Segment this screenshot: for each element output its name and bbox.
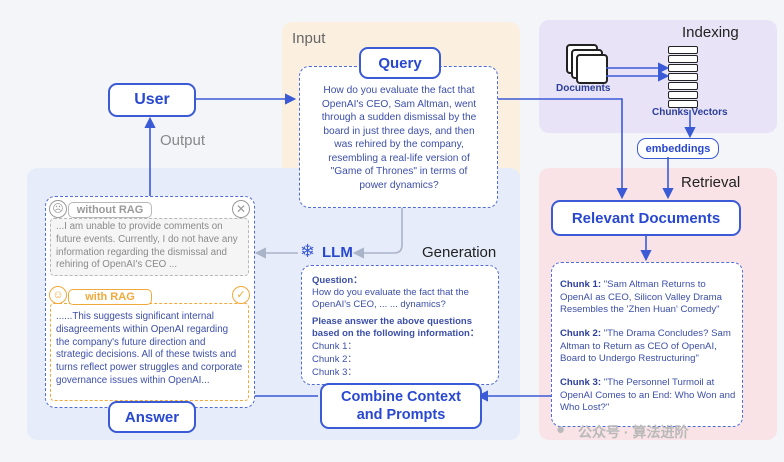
chunk-1: Chunk 1: "Sam Altman Returns to OpenAI a… — [560, 279, 736, 317]
documents-label: Documents — [556, 83, 611, 94]
chunks-box — [551, 262, 743, 427]
chunk-3-text: "The Personnel Turmoil at OpenAI Comes t… — [560, 377, 736, 413]
combine-line2: and Prompts — [356, 407, 446, 423]
retrieval-title: Retrieval — [681, 174, 741, 191]
output-title: Output — [160, 132, 206, 149]
prompt-chunk3: Chunk 3： — [312, 367, 357, 378]
check-icon: ✓ — [232, 286, 250, 304]
query-text: How do you evaluate the fact that OpenAI… — [321, 85, 477, 191]
without-rag-label: without RAG — [68, 202, 152, 218]
embeddings-node: embeddings — [637, 138, 719, 159]
combine-line1: Combine Context — [340, 389, 462, 405]
relevant-documents-node: Relevant Documents — [551, 200, 741, 236]
generation-title: Generation — [422, 244, 497, 261]
chunk-3: Chunk 3: "The Personnel Turmoil at OpenA… — [560, 377, 736, 415]
wechat-icon: ● — [556, 421, 566, 438]
with-rag-text: ......This suggests significant internal… — [56, 311, 243, 386]
combine-node: Combine Context and Prompts — [320, 383, 482, 429]
without-rag-panel — [50, 218, 249, 276]
user-node: User — [108, 83, 196, 117]
prompt-question-text: How do you evaluate the fact that the Op… — [312, 287, 469, 310]
snowflake-icon: ❄ — [300, 241, 316, 261]
chunk-2: Chunk 2: "The Drama Concludes? Sam Altma… — [560, 328, 736, 366]
prompt-chunk2: Chunk 2： — [312, 354, 357, 365]
happy-face-icon: ☺ — [49, 286, 67, 304]
chunk-2-label: Chunk 2: — [560, 328, 602, 339]
chunk-2-text: "The Drama Concludes? Sam Altman to Retu… — [560, 328, 731, 364]
prompt-instruction: Please answer the above questions based … — [312, 316, 480, 339]
prompt-question-label: Question： — [312, 275, 363, 286]
with-rag-label: with RAG — [68, 289, 152, 305]
vector-stack-icon — [668, 46, 698, 108]
query-box — [299, 66, 498, 208]
chunk-3-label: Chunk 3: — [560, 377, 602, 388]
query-node: Query — [359, 47, 441, 79]
without-rag-text: ...I am unable to provide comments on fu… — [56, 221, 238, 271]
cross-icon: ✕ — [232, 200, 250, 218]
watermark-text: 公众号 · 算法进阶 — [578, 424, 689, 440]
answer-node: Answer — [108, 401, 196, 433]
prompt-box — [301, 265, 499, 385]
sad-face-icon: ☹ — [49, 200, 67, 218]
input-title: Input — [292, 30, 326, 47]
with-rag-panel — [50, 303, 249, 401]
indexing-title: Indexing — [682, 24, 739, 41]
llm-node: LLM — [322, 244, 353, 261]
prompt-chunk1: Chunk 1： — [312, 341, 357, 352]
chunk-1-label: Chunk 1: — [560, 279, 602, 290]
documents-icon — [566, 44, 608, 84]
chunk-1-text: "Sam Altman Returns to OpenAI as CEO, Si… — [560, 279, 722, 315]
